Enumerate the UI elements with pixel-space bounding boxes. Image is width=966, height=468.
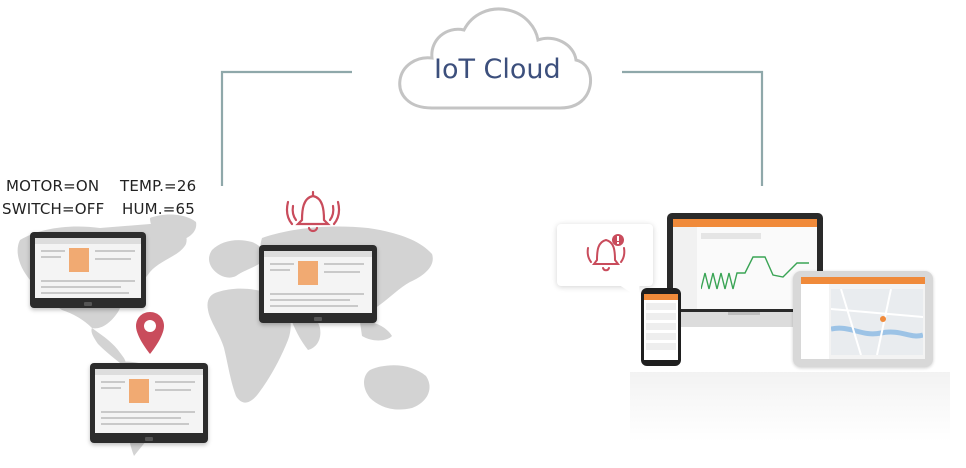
bell-alarm-icon <box>285 190 341 233</box>
tag-temp: TEMP.=26 <box>120 177 197 195</box>
right-connector <box>622 70 764 186</box>
notification-bubble <box>557 224 653 286</box>
tag-hum: HUM.=65 <box>122 200 196 218</box>
tablet-device[interactable] <box>793 271 933 367</box>
hmi-screen <box>95 369 203 433</box>
tablet-screen <box>801 277 925 359</box>
tag-motor: MOTOR=ON <box>6 177 100 195</box>
hmi-panel-1[interactable] <box>30 232 146 308</box>
hmi-screen <box>35 238 141 298</box>
cloud-title: IoT Cloud <box>434 54 561 85</box>
bell-notification-icon <box>586 234 626 272</box>
hmi-panel-3[interactable] <box>90 363 208 443</box>
phone-device[interactable] <box>641 288 681 366</box>
device-reflection <box>630 372 950 442</box>
cloud-icon <box>398 7 593 110</box>
hmi-screen <box>264 251 372 313</box>
tag-switch: SWITCH=OFF <box>2 200 105 218</box>
hmi-panel-2[interactable] <box>259 245 377 323</box>
phone-screen <box>644 294 678 360</box>
left-connector <box>220 70 352 186</box>
location-pin-icon <box>136 312 164 354</box>
bubble-tail <box>616 283 640 297</box>
